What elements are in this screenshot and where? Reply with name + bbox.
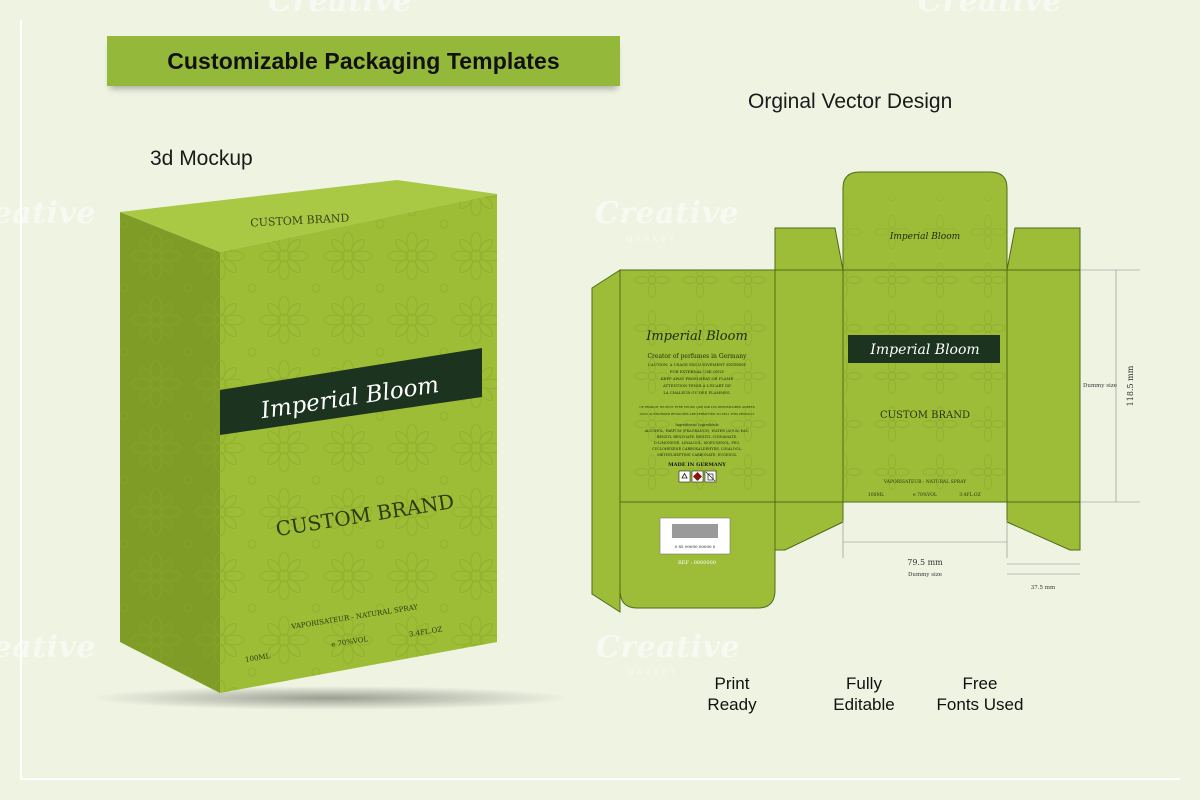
dieline-back-ingredient: METHYLHEPTINE CARBONATE, EUGENOL [657, 453, 737, 457]
feature-line2: Fonts Used [936, 695, 1024, 714]
recycling-icon [678, 470, 691, 483]
frame-line-left [20, 20, 22, 780]
box-shadow [90, 686, 570, 710]
barcode-digits: 0 85 00000 00000 0 [675, 544, 716, 549]
watermark-text: Creative [596, 630, 740, 665]
dieline-back-line: KEEP AWAY FROM HEAT OR FLAME [661, 376, 734, 381]
watermark-text: Creative [268, 0, 412, 19]
watermark-text: Creative [0, 630, 96, 665]
frame-line-bottom [20, 778, 1180, 780]
dieline-front-brand: CUSTOM BRAND [880, 410, 970, 421]
dieline-back-ingredient: CYCLOHEXENE CARBOXALDEHYDE, LINALOOL, [652, 447, 742, 451]
dieline-dust-flap-right [1006, 227, 1081, 271]
dieline-back-ingredient: D-LIMONENE, LINALOOL, ISOEUGENOL, PEG, [654, 441, 740, 445]
dieline-bottom-flap-back [619, 501, 776, 609]
watermark-text: Creative [0, 196, 96, 231]
box-top-face [120, 180, 497, 252]
dieline-dust-flap-left [774, 227, 844, 271]
feature-fully-editable: Fully Editable [809, 673, 919, 715]
dieline-top-title: Imperial Bloom [889, 232, 960, 242]
dieline: Imperial Bloom Imperial Bloom CUSTOM BRA… [591, 171, 1140, 613]
dieline-bottom-dust-left [774, 501, 844, 551]
box-mockup: CUSTOM BRAND Imperial Bloom CUSTOM BRAND… [90, 180, 570, 710]
dim-width: 79.5 mm [907, 558, 943, 567]
dim-width-note: Dummy size [908, 572, 942, 578]
dim-height: 118.5 mm [1126, 365, 1135, 406]
mockup-label: 3d Mockup [150, 147, 253, 170]
dieline-back-title: Imperial Bloom [645, 329, 748, 344]
box-top-brand: CUSTOM BRAND [250, 211, 350, 229]
dieline-back-line: ATTENTION TENIR A L'ECART DE [662, 383, 731, 388]
dieline-back-line: FOR EXTERNAL USE ONLY [670, 369, 725, 374]
dieline-front-volume: 100ML [868, 492, 884, 498]
dieline-back-line: CAUTION: A USAGE EXCLUSIVEMENT EXTERNE [648, 362, 746, 367]
dieline-front-floz: 3.4FL.OZ [959, 492, 981, 498]
ref-text: REF : 0000000 [678, 560, 716, 566]
dim-height-note: Dummy size [1083, 383, 1117, 389]
watermark-sub: MARKET [627, 668, 679, 677]
feature-free-fonts: Free Fonts Used [925, 673, 1035, 715]
box-title-band [220, 348, 482, 435]
dieline-back-ingredient: BENZYL BENZOATE, BENZYL CINNAMATE, [657, 435, 737, 439]
dieline-back-ingredient: ALCOHOL, PARFUM (FRAGRANCE), WATER (AQUA… [644, 429, 750, 433]
watermark-sub: MARKET [626, 235, 678, 244]
feature-line2: Ready [707, 695, 757, 714]
hazard-icon [691, 470, 704, 483]
feature-line2: Editable [833, 695, 895, 714]
dieline-side-panel-left [774, 269, 844, 503]
title-banner: Customizable Packaging Templates [107, 36, 620, 86]
feature-line1: Print [714, 674, 750, 693]
dieline-back-fine: CE PRODUIT NE PEUT ETRE VENDU QUE PAR LE… [639, 405, 754, 409]
dieline-back-creator: Creator of perfumes in Germany [647, 353, 747, 360]
dieline-back-fine: ONLY AUTHORIZED RETAILERS ARE PERMITTED … [640, 412, 755, 416]
dieline-band-title: Imperial Bloom [869, 342, 979, 358]
dieline-back-ingredient: Ingredients: Ingrediénts [675, 423, 719, 427]
feature-line1: Free [962, 674, 998, 693]
dieline-front-spray: VAPORISATEUR - NATURAL SPRAY [883, 479, 967, 485]
banner-title: Customizable Packaging Templates [167, 47, 560, 74]
trash-bin-icon [704, 470, 717, 483]
dim-depth: 37.5 mm [1031, 585, 1056, 591]
watermark-text: Creative [918, 0, 1062, 19]
dieline-back-line: LA CHALEUR OU DES FLAMMES. [663, 390, 730, 395]
box-volume-text: 100ML [245, 652, 271, 664]
dieline-glue-tab [591, 269, 621, 613]
dieline-front-band [848, 335, 1000, 363]
dieline-side-panel-right [1006, 269, 1081, 503]
feature-line1: Fully [846, 674, 882, 693]
dieline-front-alcohol: e 70%VOL [913, 492, 937, 498]
watermark-text: Creative [595, 196, 739, 231]
feature-print-ready: Print Ready [677, 673, 787, 715]
barcode-bars [672, 524, 718, 538]
dieline-back-made: MADE IN GERMANY [668, 462, 726, 468]
vector-label: Orginal Vector Design [748, 90, 953, 113]
dieline-bottom-dust-right [1006, 501, 1081, 551]
